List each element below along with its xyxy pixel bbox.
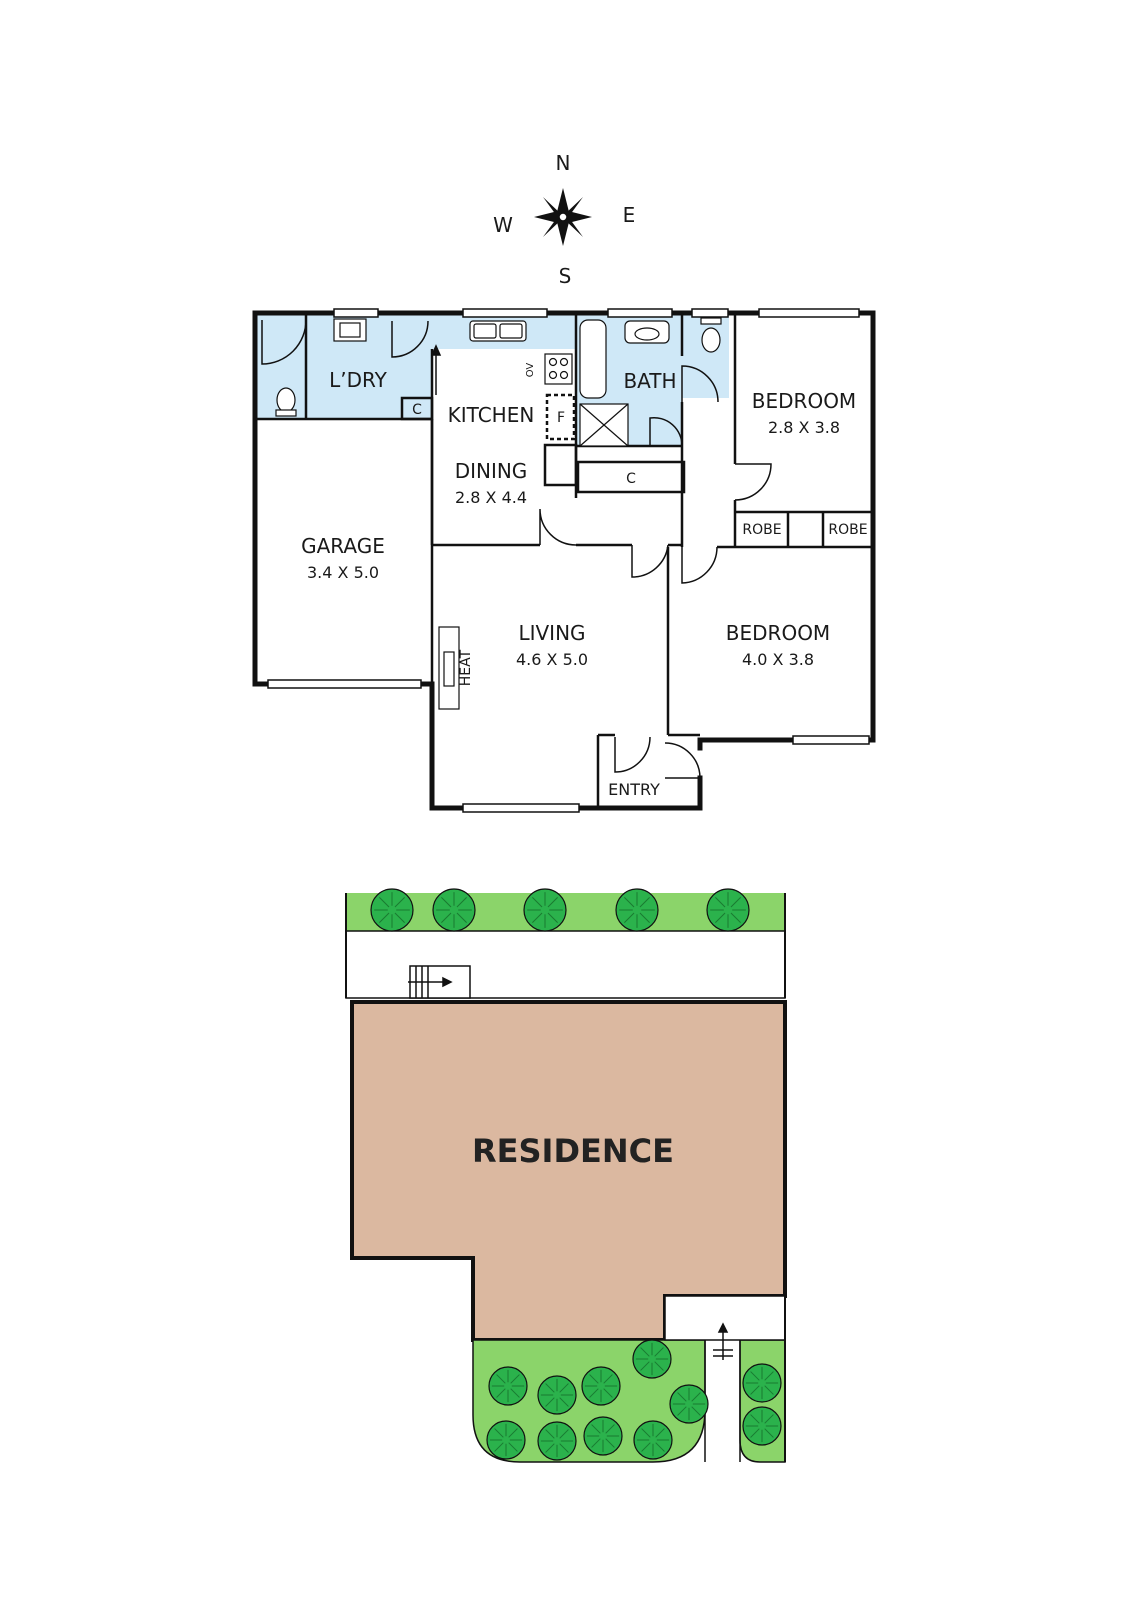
- oven-label: OV: [525, 363, 536, 378]
- compass-west: W: [493, 213, 513, 237]
- entry-arrow-icon: [713, 1322, 733, 1360]
- kitchen-label: KITCHEN: [448, 403, 535, 427]
- bedroom1-label: BEDROOM: [752, 389, 856, 413]
- floor-plan: [252, 308, 876, 813]
- compass-north: N: [556, 151, 571, 175]
- entry-path: [664, 1295, 786, 1341]
- garage-size: 3.4 X 5.0: [307, 563, 379, 582]
- bath-label: BATH: [623, 369, 676, 393]
- compass-rose-icon: [534, 188, 592, 246]
- laundry-label: L’DRY: [329, 368, 388, 392]
- residence-label: RESIDENCE: [472, 1132, 674, 1170]
- robe1-label: ROBE: [742, 522, 781, 538]
- dining-size: 2.8 X 4.4: [455, 488, 527, 507]
- entry-label: ENTRY: [608, 780, 660, 799]
- compass-east: E: [623, 203, 636, 227]
- living-size: 4.6 X 5.0: [516, 650, 588, 669]
- fridge-label: F: [557, 410, 565, 426]
- steps-icon: [408, 965, 471, 999]
- dining-label: DINING: [455, 459, 528, 483]
- heater-label: HEAT: [458, 649, 474, 686]
- bedroom2-label: BEDROOM: [726, 621, 830, 645]
- residence-footprint: [350, 1000, 787, 1342]
- living-label: LIVING: [518, 621, 585, 645]
- bedroom1-size: 2.8 X 3.8: [768, 418, 840, 437]
- compass-south: S: [559, 264, 572, 288]
- toilet-area: [682, 313, 729, 398]
- bedroom2-size: 4.0 X 3.8: [742, 650, 814, 669]
- laundry-cupboard-label: C: [412, 402, 422, 418]
- laundry-area: [306, 313, 432, 419]
- site-plan: [345, 888, 787, 1463]
- robe2-label: ROBE: [828, 522, 867, 538]
- garage-label: GARAGE: [301, 534, 385, 558]
- hall-cupboard-label: C: [626, 471, 636, 487]
